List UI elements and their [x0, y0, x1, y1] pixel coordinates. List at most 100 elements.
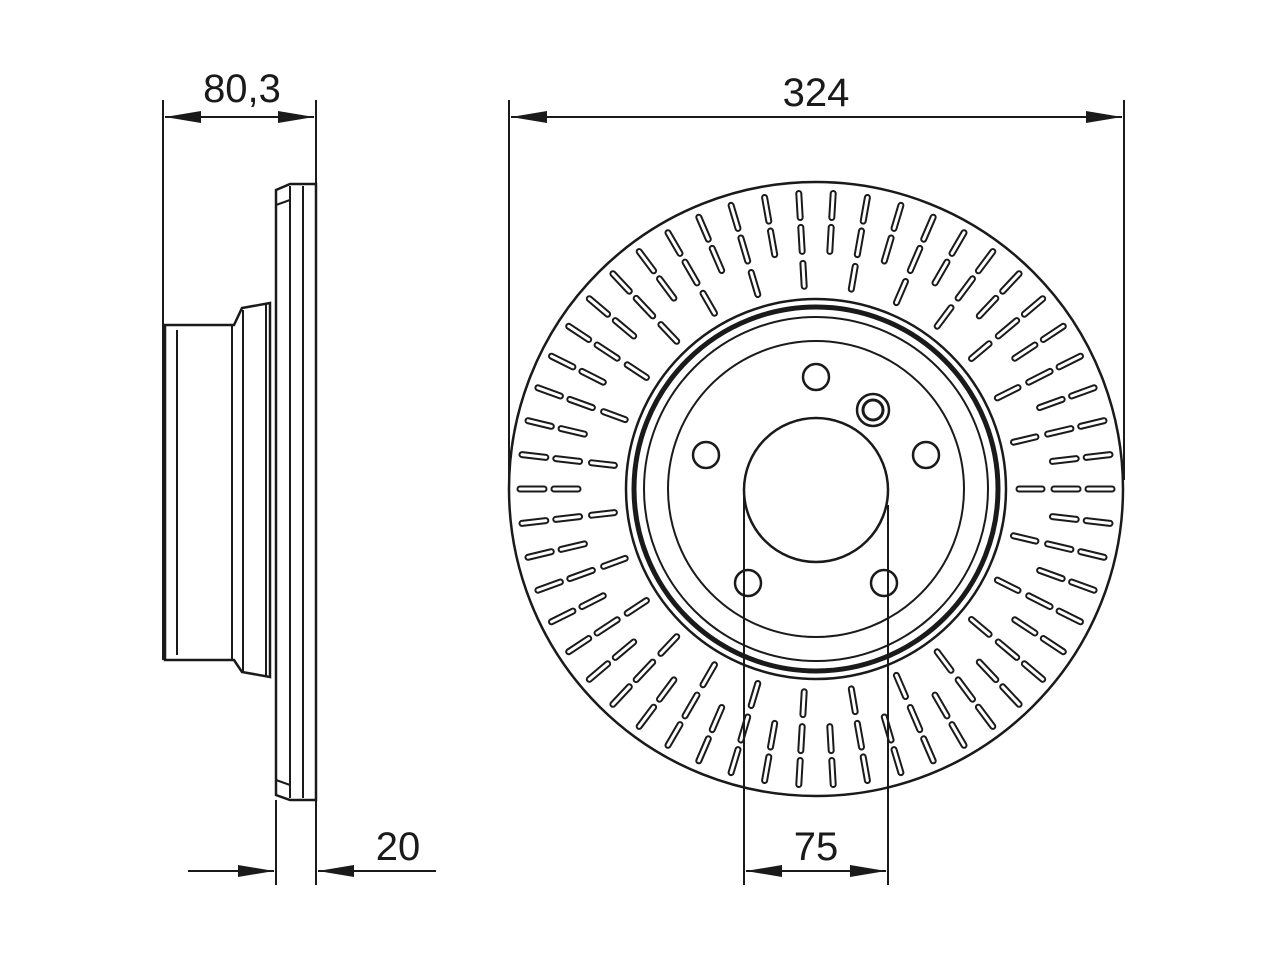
- vent-slot-fill: [613, 319, 636, 338]
- vent-slot-fill: [602, 410, 627, 422]
- vent-slot-fill: [970, 618, 991, 636]
- vent-slot-fill: [995, 386, 1020, 400]
- vent-slot-fill: [861, 196, 869, 223]
- vent-slot-fill: [849, 687, 857, 714]
- vent-slot-fill: [797, 759, 802, 786]
- vent-slot-fill: [683, 693, 699, 718]
- vent-slot-fill: [1057, 354, 1082, 369]
- vent-slot-fill: [976, 705, 995, 728]
- vent-slot-fill: [697, 737, 710, 763]
- vent-slot-fill: [1046, 427, 1073, 436]
- vent-slot-fill: [637, 705, 656, 728]
- vent-slot-fill: [855, 721, 863, 749]
- vent-slot-fill: [908, 246, 922, 272]
- front-view: 324 75: [507, 71, 1125, 885]
- vent-slot-fill: [908, 706, 922, 732]
- vent-slot-fill: [950, 231, 966, 255]
- vent-slot-fill: [1079, 419, 1106, 428]
- vent-slot-fill: [587, 662, 610, 681]
- vent-slot-fill: [1013, 618, 1037, 635]
- vent-slot-fill: [710, 246, 724, 272]
- vent-slot-fill: [892, 748, 903, 775]
- disc-chamfer-top: [275, 199, 291, 206]
- vent-slot-fill: [996, 319, 1019, 338]
- center-bore: [742, 416, 890, 564]
- ventilation-slots: [516, 190, 1116, 788]
- vent-slot-fill: [520, 453, 548, 459]
- locating-screw-hole: [855, 392, 891, 428]
- vent-slot-fill: [799, 725, 804, 753]
- vent-slot-fill: [1041, 324, 1065, 341]
- vent-slot-fill: [799, 225, 804, 253]
- vent-slot-fill: [613, 640, 636, 659]
- vent-slot-fill: [861, 755, 869, 782]
- vent-slot-fill: [550, 609, 575, 624]
- vent-slot-fill: [625, 363, 648, 379]
- side-view: 80,3 20: [162, 67, 436, 885]
- vent-slot-fill: [590, 511, 616, 517]
- vent-slot-fill: [1038, 568, 1064, 581]
- vent-slot-fill: [763, 755, 771, 782]
- vent-slot-fill: [956, 277, 974, 300]
- vent-slot-fill: [634, 296, 655, 318]
- vent-slot-fill: [710, 706, 724, 732]
- hat-ring-inner: [643, 316, 989, 662]
- disc-thickness-label: 20: [376, 825, 421, 869]
- outer-diameter-label: 324: [783, 71, 850, 115]
- vent-slot-fill: [1038, 397, 1064, 410]
- vent-slot-fill: [1079, 550, 1106, 559]
- vent-slot-fill: [536, 386, 562, 398]
- vent-slot-fill: [611, 272, 631, 293]
- vent-slot-fill: [683, 260, 699, 285]
- vent-slot-fill: [976, 250, 995, 273]
- vent-slot-fill: [801, 261, 806, 288]
- vent-slot-fill: [729, 748, 740, 775]
- mounting-face-ring: [667, 340, 965, 638]
- vent-slot-fill: [550, 354, 575, 369]
- vent-slot-fill: [554, 457, 582, 463]
- vent-slot-fill: [977, 660, 998, 682]
- vent-slot-fill: [1050, 457, 1078, 463]
- vent-slot-fill: [882, 236, 893, 263]
- vent-slot-fill: [828, 725, 833, 753]
- vent-slot-fill: [739, 236, 750, 263]
- vent-slot-fill: [970, 342, 991, 360]
- vent-slot-fill: [801, 690, 806, 717]
- vent-slot-fill: [1070, 386, 1096, 398]
- vent-slot-fill: [568, 568, 594, 581]
- vent-slot-fill: [830, 192, 835, 219]
- vent-slot-fill: [1046, 542, 1073, 551]
- vent-slot-fill: [830, 759, 835, 786]
- vent-slot-fill: [1012, 534, 1038, 543]
- vent-slot-fill: [559, 542, 586, 551]
- vent-slot-fill: [729, 203, 740, 230]
- vent-slot-fill: [977, 296, 998, 318]
- vent-slot-fill: [536, 580, 562, 592]
- vent-slot-fill: [769, 229, 777, 257]
- vent-slot-fill: [1022, 662, 1045, 681]
- vent-slot-fill: [568, 397, 594, 410]
- vent-slot-fill: [666, 231, 682, 255]
- locating-screw-hole-inner: [861, 398, 885, 422]
- hat-outer-ring: [624, 297, 1008, 681]
- disc-profile: [274, 182, 318, 802]
- vent-slot-fill: [1022, 297, 1045, 316]
- hat-ring-bold: [631, 304, 1001, 674]
- vent-slot-fill: [580, 594, 605, 609]
- vent-slot-fill: [659, 635, 679, 655]
- vent-slot-fill: [894, 673, 907, 698]
- hub-height-label: 80,3: [203, 67, 281, 111]
- vent-slot-fill: [996, 640, 1019, 659]
- disc-chamfer-bottom: [275, 779, 291, 786]
- vent-slot-fill: [956, 678, 974, 701]
- vent-slot-fill: [1057, 609, 1082, 624]
- vent-slot-fill: [659, 323, 679, 343]
- vent-slot-fill: [658, 277, 676, 300]
- vent-slot-fill: [526, 419, 553, 428]
- vent-slot-fill: [1041, 637, 1065, 654]
- vent-slot-fill: [701, 291, 716, 315]
- vent-slot-fill: [749, 271, 760, 296]
- vent-slot-fill: [995, 578, 1020, 592]
- vent-slot-fill: [1012, 435, 1038, 444]
